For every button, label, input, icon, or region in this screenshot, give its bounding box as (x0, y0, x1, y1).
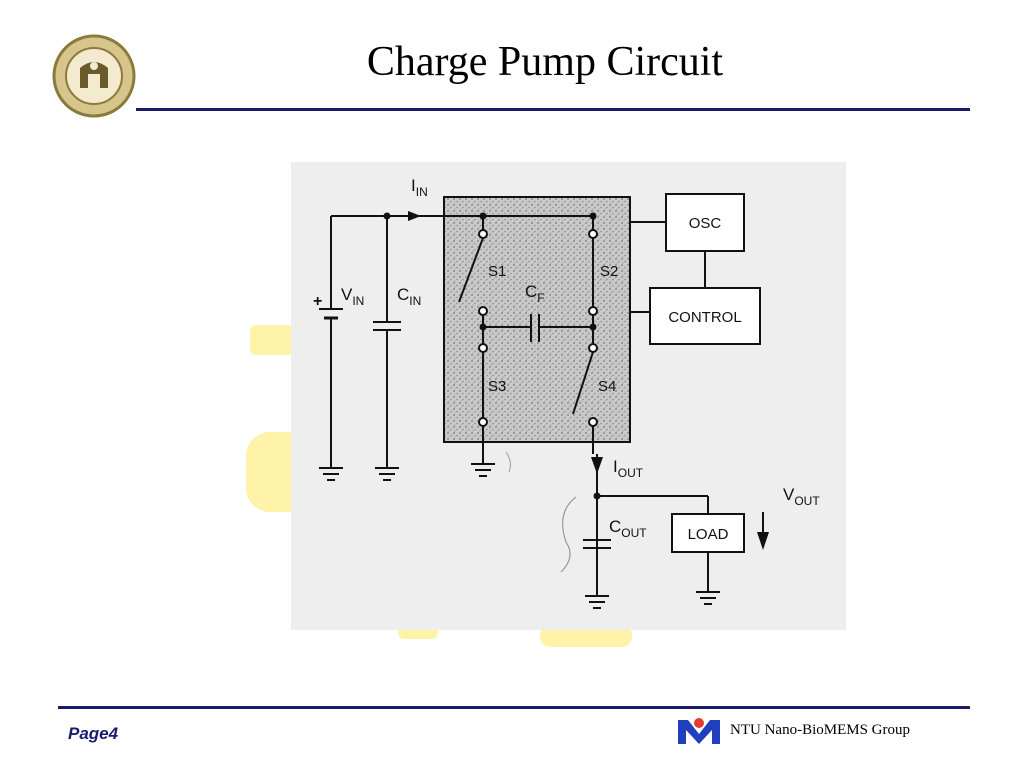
switch-network (458, 216, 594, 462)
osc-control-wiring (630, 221, 706, 313)
control-box (649, 287, 761, 345)
pencil-mark (560, 496, 577, 573)
switch-block (443, 196, 631, 443)
watermark-shape (246, 432, 294, 512)
charge-pump-circuit-diagram: IIN + VIN CIN S1 S2 CF S3 S4 OSC CONTROL… (291, 162, 846, 630)
label-plus: + (313, 293, 322, 310)
label-v-out: VOUT (783, 485, 820, 508)
label-s4: S4 (598, 378, 616, 395)
junction-dot (479, 212, 487, 220)
vout-arrow (757, 512, 769, 550)
switch-contacts (478, 229, 598, 427)
ground-cin (375, 467, 399, 481)
iout-arrow (591, 457, 603, 474)
label-s2: S2 (600, 263, 618, 280)
osc-box (665, 193, 745, 252)
junction-dot (383, 212, 391, 220)
junction-dot (593, 492, 601, 500)
pencil-mark (505, 451, 511, 473)
junction-dot (479, 323, 487, 331)
university-seal-logo (52, 34, 136, 118)
label-i-out: IOUT (613, 457, 644, 480)
slide-title: Charge Pump Circuit (366, 39, 724, 85)
watermark-shape (250, 325, 294, 355)
load-box (671, 513, 745, 553)
label-v-in: VIN (341, 285, 364, 308)
label-load: LOAD (688, 526, 729, 543)
input-wiring (319, 215, 593, 468)
page-number: Page4 (68, 724, 119, 743)
iin-arrow (408, 211, 421, 221)
output-wiring (583, 454, 709, 596)
label-s1: S1 (488, 263, 506, 280)
label-i-in: IIN (411, 176, 428, 199)
label-c-out: COUT (609, 517, 647, 540)
label-control: CONTROL (668, 309, 741, 326)
label-c-f: CF (525, 282, 545, 305)
watermark-shape (540, 625, 632, 647)
header-rule (136, 108, 970, 111)
group-name: NTU Nano-BioMEMS Group (730, 722, 910, 738)
junction-dot (589, 212, 597, 220)
footer-rule (58, 706, 970, 709)
ground-cout (585, 595, 609, 609)
label-c-in: CIN (397, 285, 421, 308)
ground-vin (319, 467, 343, 481)
ground-load (696, 591, 720, 605)
junction-dot (589, 323, 597, 331)
ground-s3 (471, 462, 495, 477)
nano-biomems-logo (678, 718, 720, 744)
label-osc: OSC (689, 215, 722, 232)
label-s3: S3 (488, 378, 506, 395)
